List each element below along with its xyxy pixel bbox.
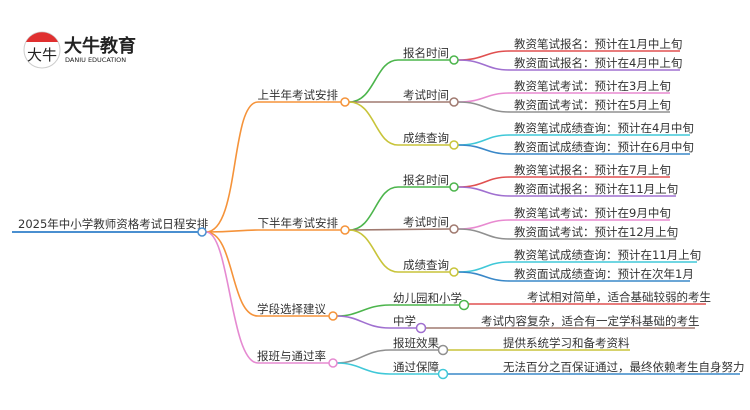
- root-label: 2025年中小学教师资格考试日程安排: [18, 217, 209, 231]
- leaf-text: 教资笔试报名：预计在7月上旬: [514, 163, 671, 177]
- branch-second-half[interactable]: 下半年考试安排 报名时间 考试时间 成绩查询 教资笔试报名：预计在7月上旬 教资…: [258, 163, 702, 282]
- branch-label: 上半年考试安排: [258, 88, 339, 102]
- leaf-text: 提供系统学习和备考资料: [503, 336, 630, 350]
- leaf-text: 教资面试成绩查询：预计在6月中旬: [514, 140, 694, 154]
- sub-label: 通过保障: [393, 360, 439, 374]
- leaf-text: 教资面试报名：预计在11月上旬: [514, 182, 678, 196]
- root-node-handle[interactable]: [197, 227, 207, 237]
- sub-label: 幼儿园和小学: [393, 291, 462, 305]
- logo-name: 大牛教育: [64, 35, 136, 57]
- root-node[interactable]: 2025年中小学教师资格考试日程安排: [12, 217, 209, 233]
- leaf-text: 考试相对简单，适合基础较弱的考生: [527, 290, 711, 304]
- sub-label: 报名时间: [403, 173, 449, 187]
- leaf-text: 教资笔试成绩查询：预计在4月中旬: [514, 121, 694, 135]
- leaf-text: 教资面试成绩查询：预计在次年1月: [514, 267, 694, 281]
- leaf-text: 无法百分之百保证通过，最终依赖考生自身努力: [503, 360, 745, 374]
- leaf-text: 教资面试报名：预计在4月中上旬: [514, 56, 682, 70]
- leaf-text: 考试内容复杂，适合有一定学科基础的考生: [481, 314, 700, 328]
- sub-label: 考试时间: [403, 215, 449, 229]
- branch-stage-choice[interactable]: 学段选择建议 幼儿园和小学 中学 考试相对简单，适合基础较弱的考生 考试内容复杂…: [257, 290, 711, 334]
- sub-label: 成绩查询: [403, 258, 449, 272]
- branch-label: 学段选择建议: [257, 302, 326, 316]
- sub-label: 中学: [393, 314, 416, 328]
- sub-label: 考试时间: [403, 88, 449, 102]
- logo-subtitle: DANIU EDUCATION: [65, 56, 126, 64]
- leaf-text: 教资笔试考试：预计在9月中旬: [514, 206, 671, 220]
- logo: 大牛 大牛教育 DANIU EDUCATION: [23, 31, 136, 69]
- sub-label: 报班效果: [393, 336, 439, 350]
- branch-label: 下半年考试安排: [258, 216, 339, 230]
- sub-label: 成绩查询: [403, 131, 449, 145]
- logo-mark-icon: 大牛: [27, 46, 57, 64]
- branch-class-pass-rate[interactable]: 报班与通过率 报班效果 通过保障 提供系统学习和备考资料 无法百分之百保证通过，…: [257, 336, 745, 380]
- branch-label: 报班与通过率: [257, 349, 326, 363]
- leaf-text: 教资笔试成绩查询：预计在11月上旬: [514, 248, 701, 262]
- sub-label: 报名时间: [403, 46, 449, 60]
- leaf-text: 教资笔试考试：预计在3月上旬: [514, 79, 671, 93]
- leaf-text: 教资面试考试：预计在5月上旬: [514, 98, 671, 112]
- leaf-text: 教资笔试报名：预计在1月中上旬: [514, 37, 682, 51]
- branch-first-half[interactable]: 上半年考试安排 报名时间 考试时间 成绩查询 教资笔试报名：预计在1月中上旬 教…: [258, 37, 694, 155]
- leaf-text: 教资面试考试：预计在12月上旬: [514, 225, 678, 239]
